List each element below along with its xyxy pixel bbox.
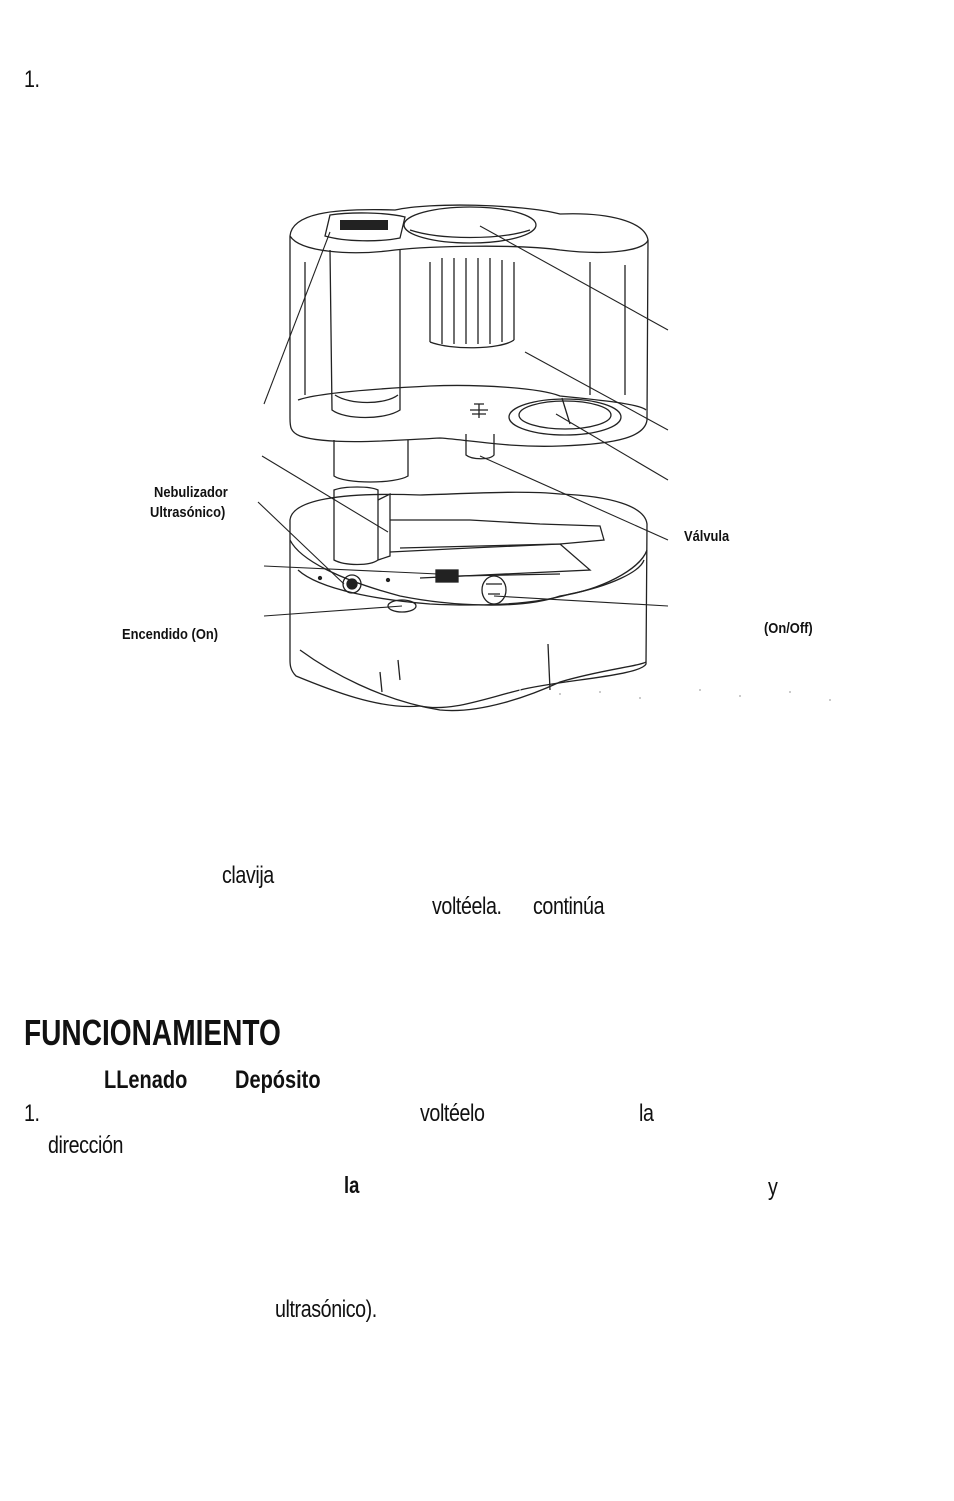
tank-outline [289,204,649,447]
base-post [333,486,379,566]
base-outline [289,491,648,709]
section-heading: FUNCIONAMIENTO [24,1012,281,1053]
label-ultrasonico: Ultrasónico) [150,504,226,521]
item-number: 1. [24,1100,40,1127]
text-la-bold: la [344,1172,360,1198]
leader-cup [555,413,669,481]
label-valvula: Válvula [684,528,730,545]
tank-nozzle [333,440,409,483]
leader-nebulizer-2 [257,501,345,585]
label-encendido: Encendido (On) [122,626,219,643]
display-panel [340,220,388,230]
leader-top-cap-1 [479,225,669,331]
leader-valve [479,455,669,541]
label-nebulizador: Nebulizador [154,484,228,501]
leader-on [263,605,403,617]
text-y: y [768,1174,778,1201]
nebulizer-disc [342,574,362,594]
text-direccion: dirección [48,1132,124,1159]
leader-display [263,231,331,405]
top-cap [403,206,537,244]
display-window-outline [324,212,406,242]
valve-symbol [470,403,488,418]
text-la-1: la [639,1100,654,1127]
mist-column [329,249,401,419]
leader-nebulizer-1 [261,455,389,533]
valve-stem [465,434,495,460]
subhead-deposito: Depósito [235,1066,321,1094]
text-continua: continúa [533,893,605,920]
leader-top-cap-2 [524,351,669,431]
text-volteela: voltéela. [432,893,502,920]
top-item-number: 1. [24,66,40,93]
right-cup [508,398,622,436]
water-channel [389,519,605,553]
text-clavija: clavija [222,862,274,889]
text-volteelo: voltéelo [420,1100,485,1127]
leader-switch [493,595,669,607]
leader-channel [263,565,439,575]
vent-slots [429,258,515,344]
text-ultrasonico: ultrasónico). [275,1296,377,1323]
on-indicator [387,599,417,613]
subhead-llenado: LLenado [104,1066,188,1094]
switch-knob [481,575,507,605]
label-onoff: (On/Off) [764,620,813,637]
humidifier-diagram [257,204,831,712]
